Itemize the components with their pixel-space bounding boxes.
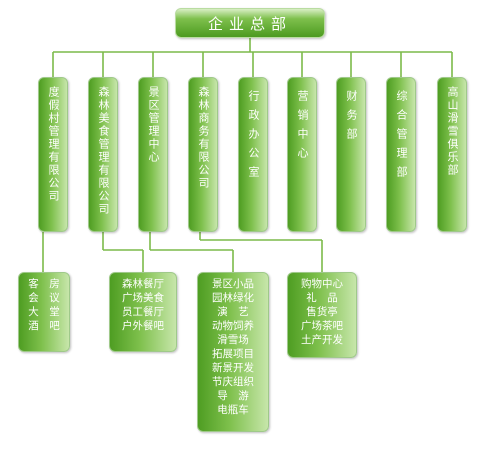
dept-forest-food: 森林美食管理有限公司 <box>88 77 118 232</box>
dept-admin-office: 行政办公室 <box>238 77 268 232</box>
scenic-sub-item: 演 艺 <box>217 306 249 318</box>
resort-sub-item: 酒 吧 <box>28 320 60 332</box>
commerce-sub-box: 购物中心 礼 品 售货亭 广场茶吧 土产开发 <box>287 272 357 358</box>
scenic-sub-item: 电瓶车 <box>217 404 249 416</box>
headquarters-label: 企业总部 <box>207 14 292 33</box>
commerce-sub-item: 礼 品 <box>306 292 338 304</box>
resort-sub-item: 会 议 <box>28 292 60 304</box>
dept-general-management: 综合管理部 <box>386 77 416 232</box>
headquarters-box: 企业总部 <box>175 8 325 38</box>
commerce-sub-item: 土产开发 <box>301 334 343 346</box>
food-sub-item: 员工餐厅 <box>122 306 164 318</box>
scenic-sub-item: 滑雪场 <box>217 334 249 346</box>
commerce-sub-item: 购物中心 <box>301 278 343 290</box>
dept-finance: 财务部 <box>336 77 366 232</box>
dept-resort: 度假村管理有限公司 <box>38 77 68 232</box>
food-sub-item: 户外餐吧 <box>122 320 164 332</box>
commerce-sub-item: 售货亭 <box>306 306 338 318</box>
dept-forest-food-label: 森林美食管理有限公司 <box>97 86 110 216</box>
dept-ski-club-label: 高山滑雪俱乐部 <box>446 86 459 177</box>
scenic-sub-item: 新景开发 <box>212 362 254 374</box>
dept-ski-club: 高山滑雪俱乐部 <box>437 77 467 232</box>
scenic-sub-item: 拓展项目 <box>212 348 254 360</box>
resort-sub-item: 大 堂 <box>28 306 60 318</box>
scenic-sub-item: 节庆组织 <box>212 376 254 388</box>
scenic-sub-item: 园林绿化 <box>212 292 254 304</box>
scenic-sub-item: 景区小品 <box>212 278 254 290</box>
scenic-sub-item: 动物饲养 <box>212 320 254 332</box>
dept-marketing: 营销中心 <box>287 77 317 232</box>
dept-admin-office-label: 行政办公室 <box>247 90 260 185</box>
scenic-sub-item: 导 游 <box>217 390 249 402</box>
resort-sub-box: 客 房 会 议 大 堂 酒 吧 <box>18 272 70 352</box>
dept-scenic-management-label: 景区管理中心 <box>147 86 160 164</box>
dept-forest-commerce: 森林商务有限公司 <box>188 77 218 232</box>
dept-resort-label: 度假村管理有限公司 <box>47 86 60 203</box>
resort-sub-item: 客 房 <box>28 278 60 290</box>
dept-general-management-label: 综合管理部 <box>395 90 408 185</box>
commerce-sub-item: 广场茶吧 <box>301 320 343 332</box>
dept-scenic-management: 景区管理中心 <box>138 77 168 232</box>
dept-finance-label: 财务部 <box>345 90 358 147</box>
dept-forest-commerce-label: 森林商务有限公司 <box>197 86 210 190</box>
food-sub-item: 广场美食 <box>122 292 164 304</box>
scenic-sub-box: 景区小品 园林绿化 演 艺 动物饲养 滑雪场 拓展项目 新景开发 节庆组织 导 … <box>197 272 269 432</box>
dept-marketing-label: 营销中心 <box>296 90 309 166</box>
food-sub-box: 森林餐厅 广场美食 员工餐厅 户外餐吧 <box>109 272 177 352</box>
food-sub-item: 森林餐厅 <box>122 278 164 290</box>
